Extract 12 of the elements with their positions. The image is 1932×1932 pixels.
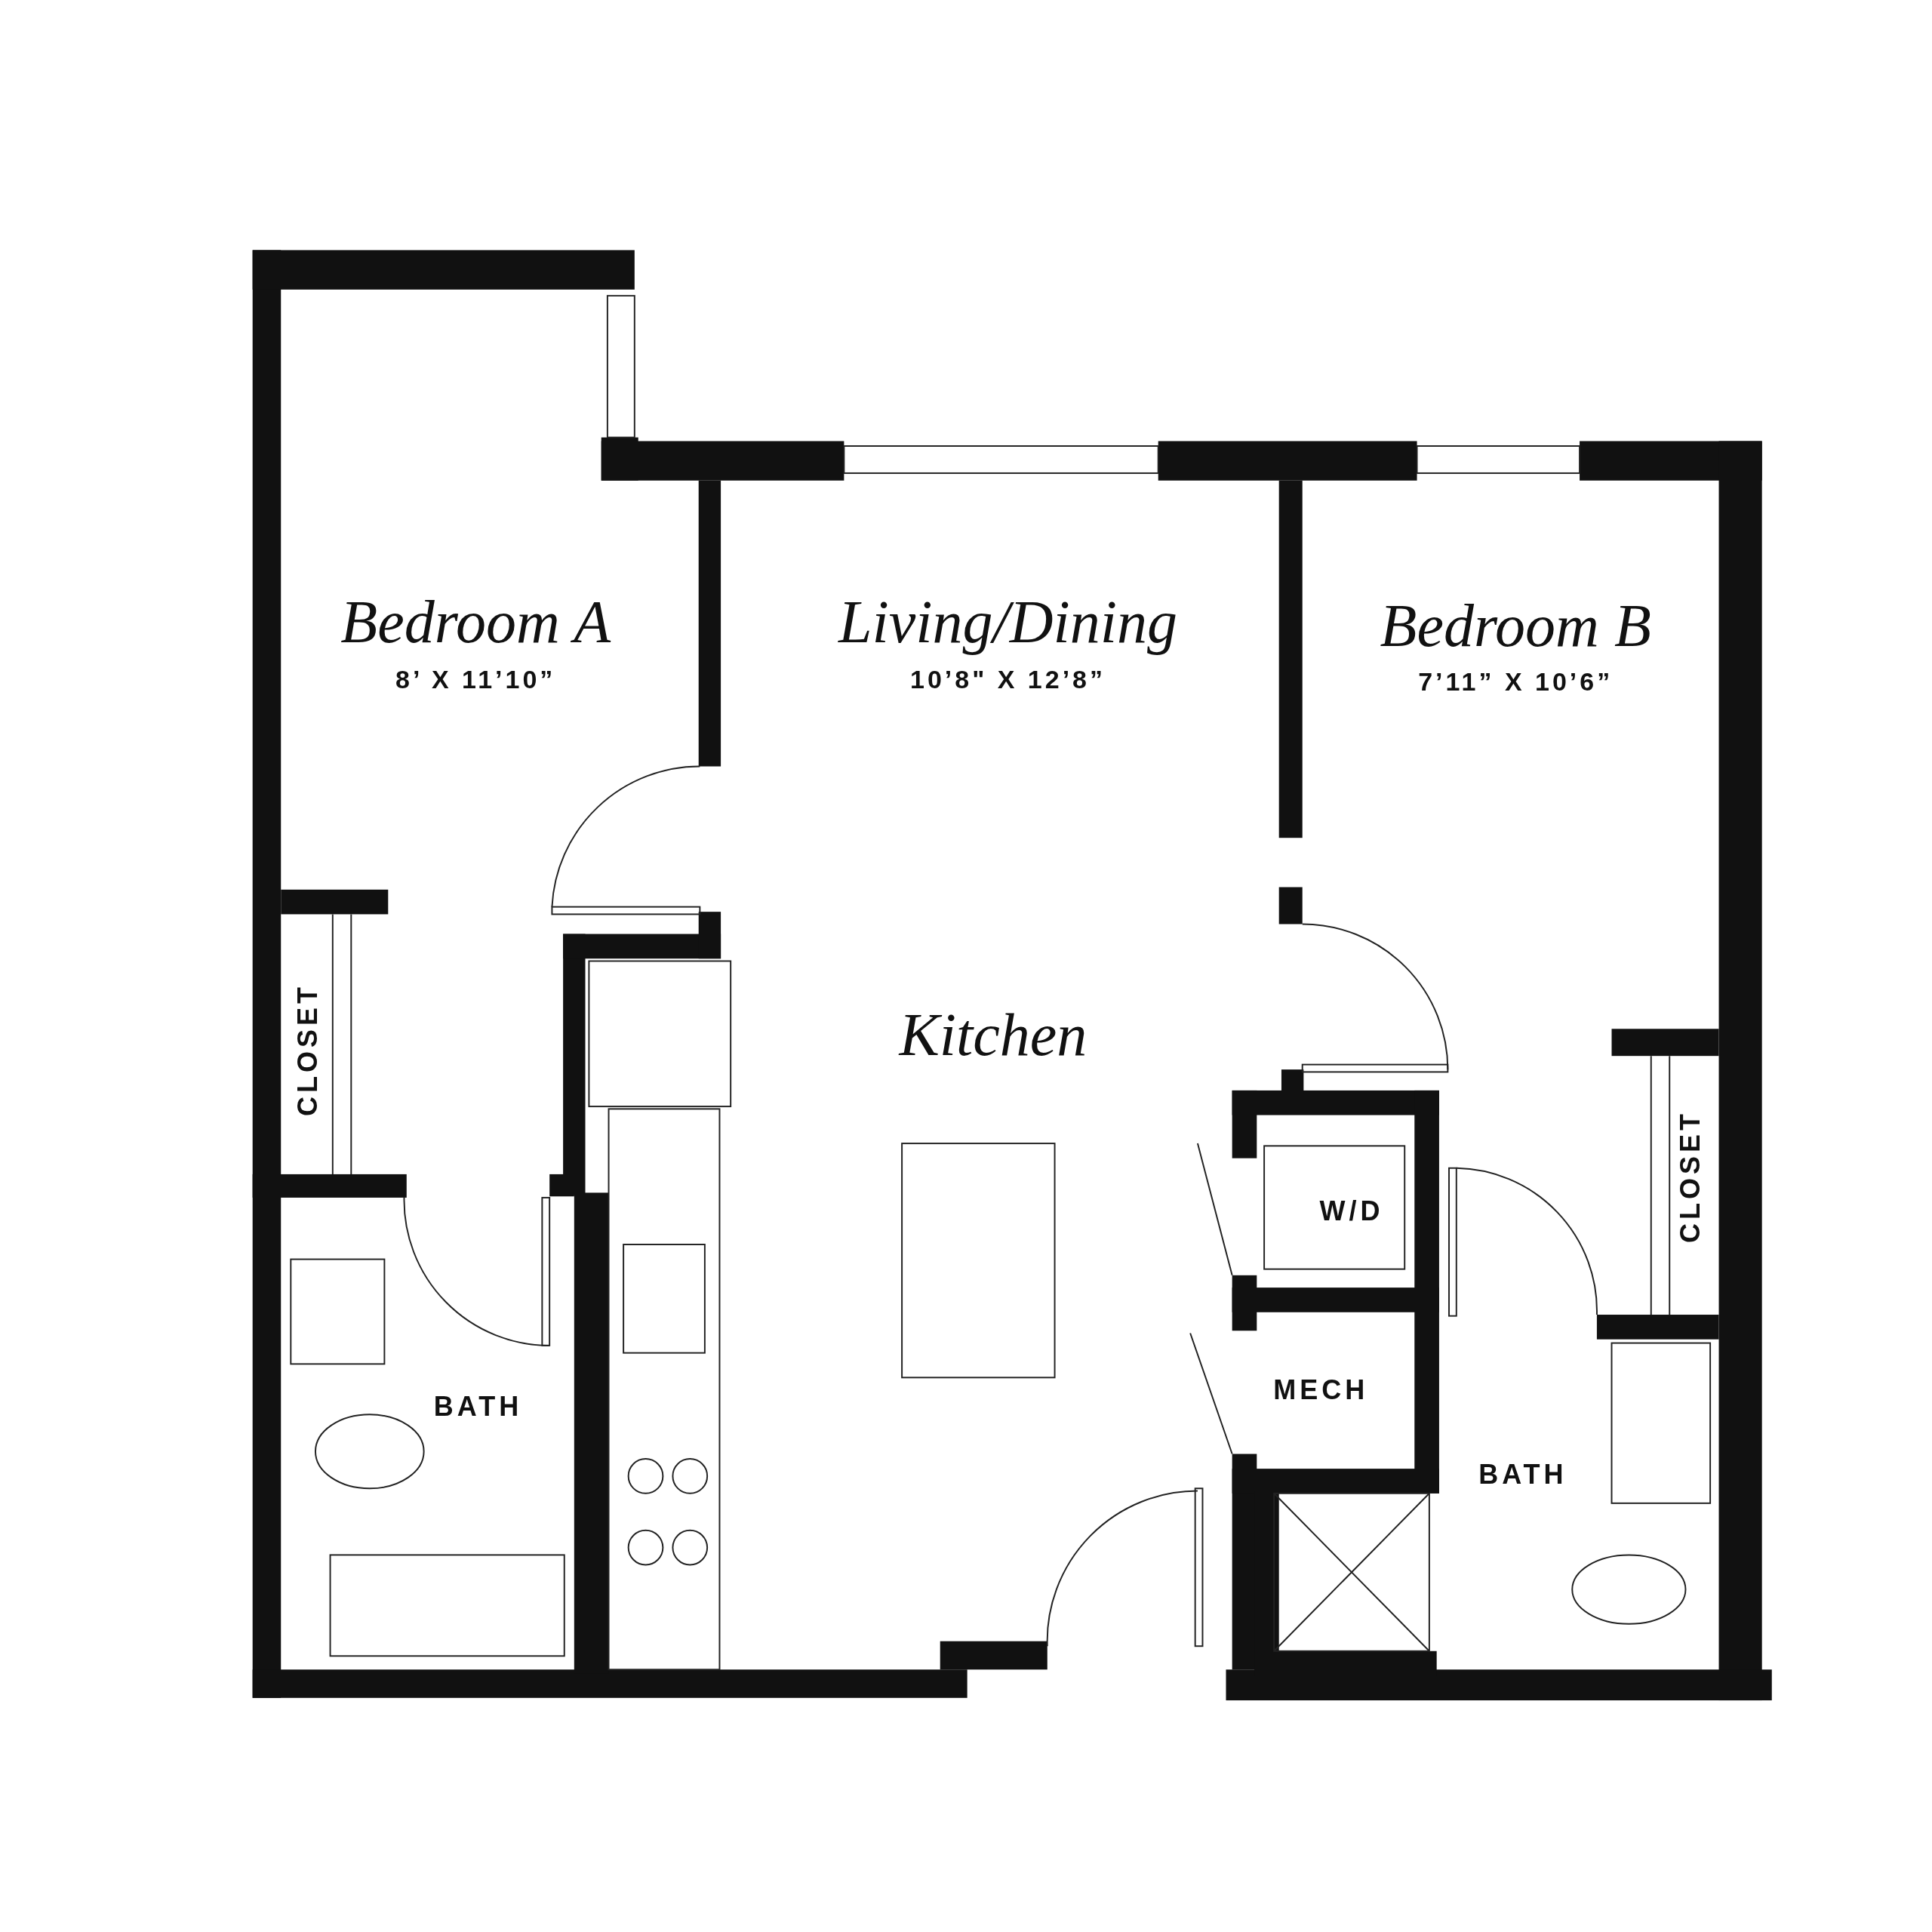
room-name: Bedroom A [340, 592, 611, 653]
room-label: BATH [433, 1393, 523, 1421]
room-label: MECH [1273, 1376, 1369, 1404]
room-dimensions: 7’11” X 10’6” [1418, 668, 1614, 694]
room-label: CLOSET [1677, 1110, 1704, 1244]
room-dimensions: 10’8" X 12’8” [910, 666, 1106, 692]
room-dimensions: 8’ X 11’10” [395, 666, 556, 692]
room-label: BATH [1478, 1461, 1567, 1489]
room-name: Bedroom B [1380, 595, 1651, 657]
room-label: W/D [1319, 1197, 1384, 1225]
room-label: CLOSET [294, 983, 322, 1116]
room-name: Kitchen [899, 1004, 1088, 1066]
